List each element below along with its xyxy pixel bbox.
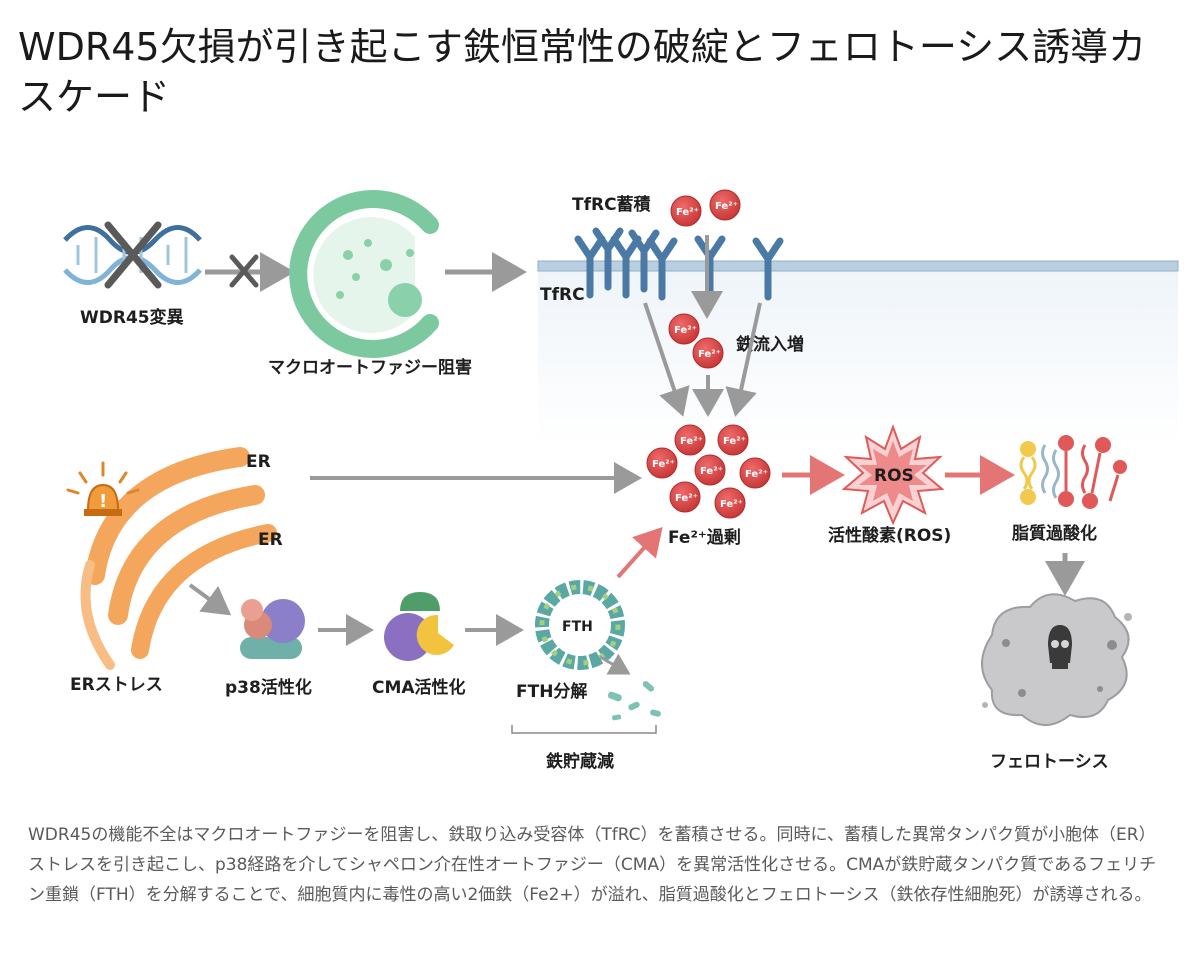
fe-excess-label: Fe²⁺過剰 [668, 528, 741, 548]
er-stress-label: ERストレス [70, 675, 163, 695]
er-label-top: ER [246, 452, 271, 472]
arrow-influx-3 [725, 302, 762, 417]
page-title: WDR45欠損が引き起こす鉄恒常性の破綻とフェロトーシス誘導カスケード [18, 25, 1147, 119]
fe-ion-label: Fe²⁺ [698, 349, 721, 360]
storage-bracket [511, 725, 657, 734]
fe-ion-label: Fe²⁺ [715, 201, 738, 212]
p38-protein-icon [240, 599, 305, 659]
fth-degradation-label: FTH分解 [516, 681, 587, 702]
fe-ion-label: Fe²⁺ [674, 325, 697, 336]
fe-ion-label: Fe²⁺ [675, 493, 698, 504]
cma-protein-icon [384, 592, 454, 661]
lipid-icon [1019, 435, 1127, 509]
fe-ion-label: Fe²⁺ [700, 466, 723, 477]
fth-ferritin-icon [535, 580, 625, 670]
fe-ion-label: Fe²⁺ [745, 469, 768, 480]
lipid-peroxidation-label: 脂質過酸化 [1012, 523, 1097, 544]
ferroptosis-label: フェロトーシス [990, 752, 1109, 772]
autophagosome-icon [289, 190, 439, 358]
cell-membrane [537, 260, 1179, 272]
cytoplasm-region [538, 265, 1178, 445]
arrow-fth-to-fe [616, 527, 663, 579]
skull-icon [1048, 625, 1072, 669]
p38-label: p38活性化 [225, 677, 312, 698]
alert-icon: ! [66, 461, 140, 516]
ros-burst-icon [841, 424, 945, 526]
cascade-diagram: WDR45変異 マクロオートファジー阻害 TfRC蓄積 TfRC Fe²⁺ Fe… [63, 189, 1179, 772]
cross-icon [104, 221, 162, 289]
fe-ion-label: Fe²⁺ [652, 459, 675, 470]
fe-ion-label: Fe²⁺ [676, 207, 699, 218]
arrow-fth-degrade [599, 653, 631, 675]
tfrc-label: TfRC [540, 285, 585, 305]
wdr45-label: WDR45変異 [80, 307, 184, 328]
fth-label: FTH [562, 619, 593, 635]
cma-label: CMA活性化 [372, 677, 466, 698]
er-icon [80, 447, 277, 670]
macroautophagy-label: マクロオートファジー阻害 [268, 357, 472, 378]
arrow-er-to-p38 [188, 583, 232, 616]
ros-label: 活性酸素(ROS) [828, 525, 951, 546]
fe-ion-label: Fe²⁺ [680, 436, 703, 447]
fe-ion-label: Fe²⁺ [723, 436, 746, 447]
block-x-icon [229, 254, 259, 288]
iron-storage-decrease-label: 鉄貯蔵減 [546, 751, 614, 772]
ros-burst-label: ROS [874, 466, 914, 486]
caption: WDR45の機能不全はマクロオートファジーを阻害し、鉄取り込み受容体（TfRC）… [28, 825, 1157, 905]
fth-fragments [607, 681, 661, 721]
iron-influx-label: 鉄流入増 [736, 334, 804, 355]
tfrc-accum-label: TfRC蓄積 [572, 194, 652, 215]
fe-ion-label: Fe²⁺ [720, 499, 743, 510]
svg-text:!: ! [99, 491, 107, 512]
arrow-influx-1 [643, 302, 690, 417]
er-label-bottom: ER [258, 530, 283, 550]
